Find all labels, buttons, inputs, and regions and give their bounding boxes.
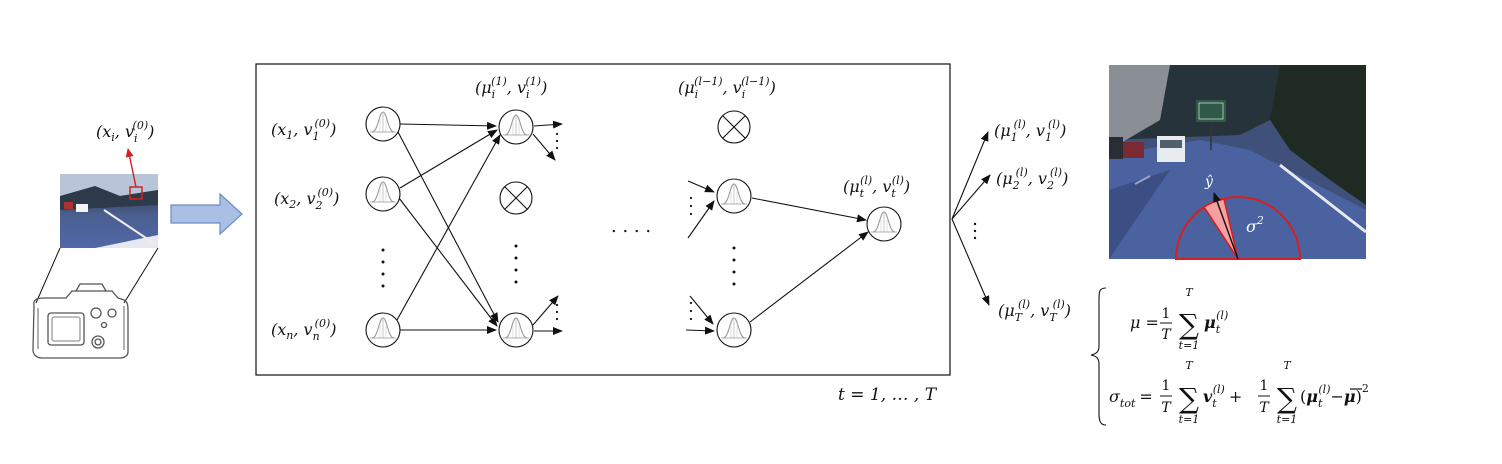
svg-text:1: 1: [1162, 378, 1171, 394]
gaussian-node: [365, 312, 401, 348]
vertical-dots: [732, 246, 736, 286]
svg-text:1: 1: [1162, 306, 1171, 322]
svg-text:t=1: t=1: [1179, 339, 1200, 352]
sample-output-T: (μT(l), vT(l)): [998, 298, 1071, 324]
input-label-1: (x1, v1(0)): [271, 117, 336, 143]
svg-text:T: T: [1283, 359, 1292, 372]
gaussian-node: [498, 109, 534, 145]
sample-arrows: [951, 131, 991, 306]
horizontal-ellipsis: . . . .: [611, 216, 651, 237]
input-pixel-label: (xi, vi(0)): [96, 119, 154, 145]
input-image: [60, 174, 158, 248]
layer1-label: (μi(1), vi(1)): [475, 75, 547, 101]
gaussian-node: [716, 312, 752, 348]
formula-mu: μ = 1 T T ∑ t=1 μt(l): [1130, 286, 1228, 352]
input-labels: (x1, v1(0)) (x2, v2(0)) (xn, vn(0)): [271, 117, 339, 343]
layerl-label: (μi(l−1), vi(l−1)): [678, 75, 776, 101]
svg-text:σtot=: σtot=: [1109, 387, 1153, 410]
layer-1-nodes: [498, 109, 534, 348]
output-gaussian-node: [866, 206, 902, 242]
svg-text:(μt(l)−μ)2: (μt(l)−μ)2: [1300, 382, 1369, 410]
t-range-label: t = 1, … , T: [838, 385, 938, 405]
svg-text:T: T: [1161, 327, 1172, 343]
svg-text:vt(l)+: vt(l)+: [1203, 383, 1242, 410]
flow-arrow-icon: [170, 192, 243, 236]
svg-text:t=1: t=1: [1179, 413, 1200, 426]
layer-0-nodes: [365, 106, 401, 348]
small-dots: [555, 132, 559, 321]
dropout-node: [717, 110, 751, 144]
input-label-n: (xn, vn(0)): [271, 317, 337, 343]
layer-l-nodes: [716, 110, 752, 348]
formula-brace: [1090, 287, 1107, 426]
output-node-label: (μt(l), vt(l)): [843, 174, 910, 200]
svg-text:T: T: [1185, 286, 1194, 299]
svg-text:∑: ∑: [1277, 382, 1297, 415]
network-box: [255, 63, 951, 376]
yhat-label: ŷ: [1204, 173, 1214, 190]
frustum-line: [35, 247, 61, 304]
svg-text:μt(l): μt(l): [1204, 309, 1228, 336]
to-output-connections: [749, 197, 869, 323]
connections-l0: [396, 121, 501, 334]
svg-text:μ =: μ =: [1130, 313, 1159, 332]
formula-sigma: σtot= 1 T T ∑ t=1 vt(l)+ 1 T T ∑ t=1 (μt…: [1109, 359, 1369, 426]
dropout-node: [499, 181, 533, 215]
layerl-in-stubs: [685, 180, 715, 335]
svg-text:∑: ∑: [1179, 382, 1199, 415]
pixel-arrow: [125, 148, 137, 188]
svg-text:t=1: t=1: [1277, 413, 1298, 426]
sample-output-1: (μ1(l), v1(l)): [994, 118, 1066, 144]
gaussian-node: [365, 106, 401, 142]
svg-text:T: T: [1259, 400, 1270, 416]
frustum-line: [123, 247, 159, 304]
output-image: ŷ σ2: [1109, 65, 1367, 260]
vertical-dots: [973, 222, 977, 240]
uncertainty-semicircle: [1174, 196, 1302, 260]
small-dots: [689, 196, 693, 321]
vertical-dots: [381, 248, 385, 288]
vertical-dots: [514, 244, 518, 284]
svg-text:T: T: [1185, 359, 1194, 372]
prediction-arrow: [1213, 192, 1239, 260]
svg-text:∑: ∑: [1179, 308, 1199, 341]
svg-text:T: T: [1161, 400, 1172, 416]
gaussian-node: [365, 176, 401, 212]
gaussian-node: [498, 312, 534, 348]
gaussian-node: [716, 178, 752, 214]
camera-icon: [32, 283, 129, 359]
layer1-out-stubs: [532, 120, 563, 335]
svg-text:1: 1: [1260, 378, 1269, 394]
sample-output-2: (μ2(l), v2(l)): [996, 166, 1068, 192]
input-label-2: (x2, v2(0)): [274, 186, 339, 212]
sigma-squared-label: σ2: [1246, 214, 1264, 236]
